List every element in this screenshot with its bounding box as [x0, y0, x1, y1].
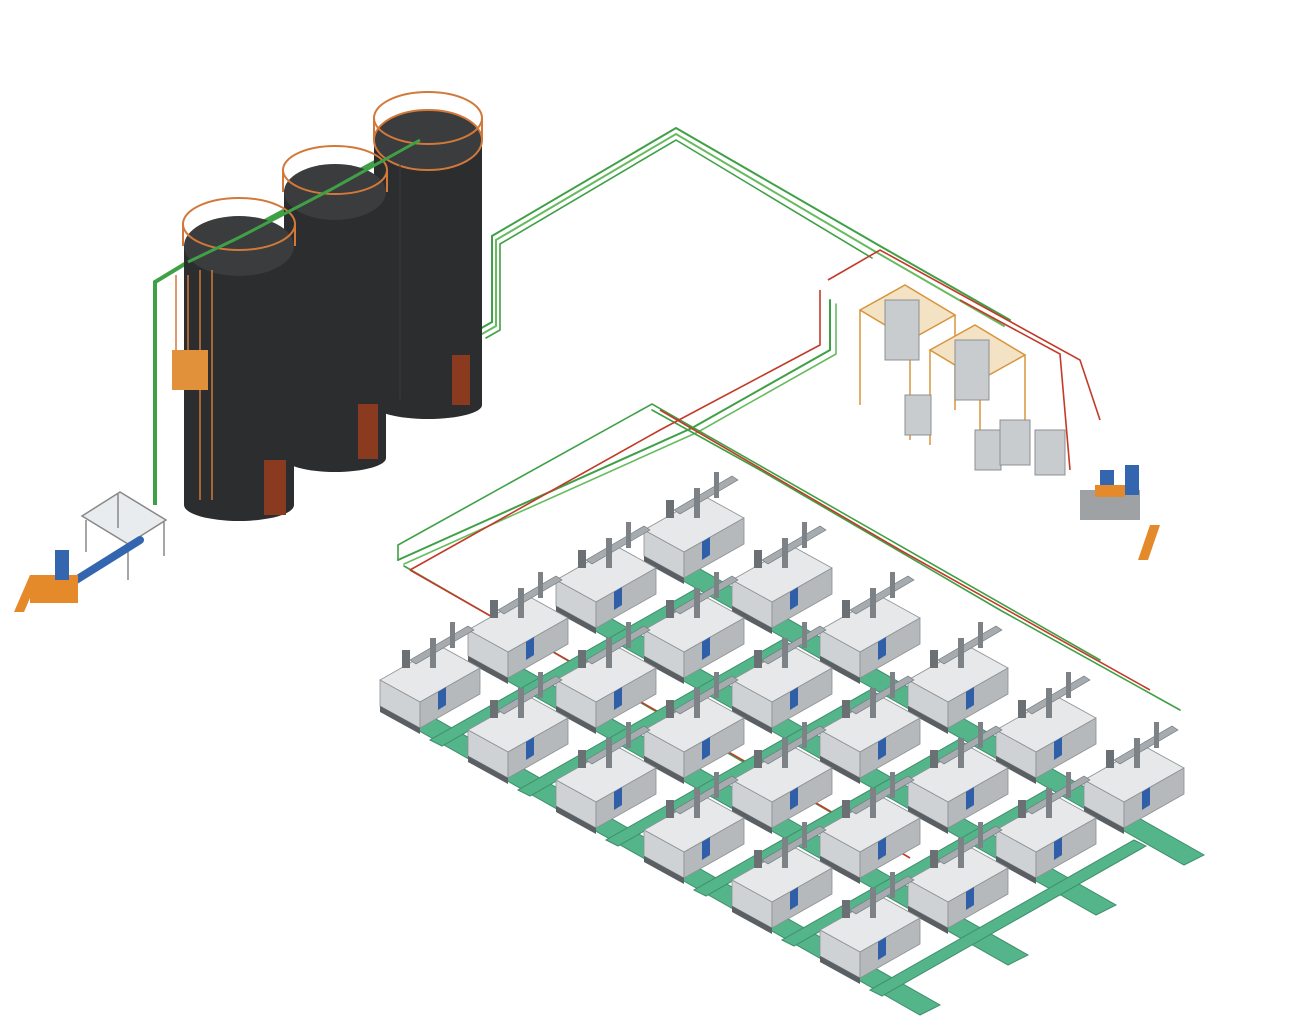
green-pipe-a [477, 126, 1011, 331]
blower-unit [14, 550, 78, 612]
green-pipe-g [397, 403, 1101, 661]
injection-molding-machine [907, 622, 1009, 734]
injection-molding-machine [643, 672, 745, 784]
silo-3-door [452, 355, 470, 405]
injection-molding-machine [819, 872, 921, 984]
injection-molding-machine [643, 772, 745, 884]
injection-molding-machine [819, 772, 921, 884]
silo-top-pipe [187, 138, 421, 264]
green-pipe-c [485, 139, 873, 339]
injection-molding-machine [379, 622, 481, 734]
red-pipe-c [659, 409, 1151, 691]
injection-molding-machine [467, 572, 569, 684]
silo-3 [373, 91, 483, 419]
injection-molding-machine [819, 572, 921, 684]
injection-molding-machine [731, 822, 833, 934]
injection-molding-machine [907, 822, 1009, 934]
silo-2-door [358, 404, 378, 459]
red-pipe-a [827, 249, 1101, 421]
hopper-frame [80, 491, 168, 580]
injection-molding-machine [819, 672, 921, 784]
central-drying-station [858, 284, 1160, 560]
injection-molding-machine [555, 622, 657, 734]
injection-molding-machine [555, 722, 657, 834]
silo-1-door [264, 460, 286, 515]
green-pipe-e [403, 303, 837, 565]
injection-molding-machine [555, 522, 657, 634]
injection-molding-machine [907, 722, 1009, 834]
injection-molding-machine [467, 672, 569, 784]
injection-molding-machine [643, 572, 745, 684]
injection-molding-machine [731, 722, 833, 834]
storage-silos [172, 91, 483, 521]
conveyor-cross-belt [868, 839, 1148, 997]
red-pipe-e [959, 299, 1071, 471]
injection-molding-machine [995, 672, 1097, 784]
vacuum-pumps [1080, 465, 1160, 560]
silo-1 [172, 197, 296, 521]
green-supply-pipes [397, 126, 1181, 853]
injection-molding-machine [1083, 722, 1185, 834]
injection-molding-machines [379, 472, 1185, 984]
injection-molding-machine [643, 472, 745, 584]
silo-ladder [172, 270, 213, 500]
unloading-station [14, 491, 168, 612]
injection-molding-machine [731, 622, 833, 734]
injection-molding-machine [995, 772, 1097, 884]
green-pipe-f [651, 409, 1181, 711]
silo-2 [282, 145, 388, 472]
green-pipe-b [481, 132, 1005, 335]
injection-molding-machine [731, 522, 833, 634]
red-pipe-b [409, 290, 821, 571]
dryer-hoppers [884, 299, 1066, 476]
